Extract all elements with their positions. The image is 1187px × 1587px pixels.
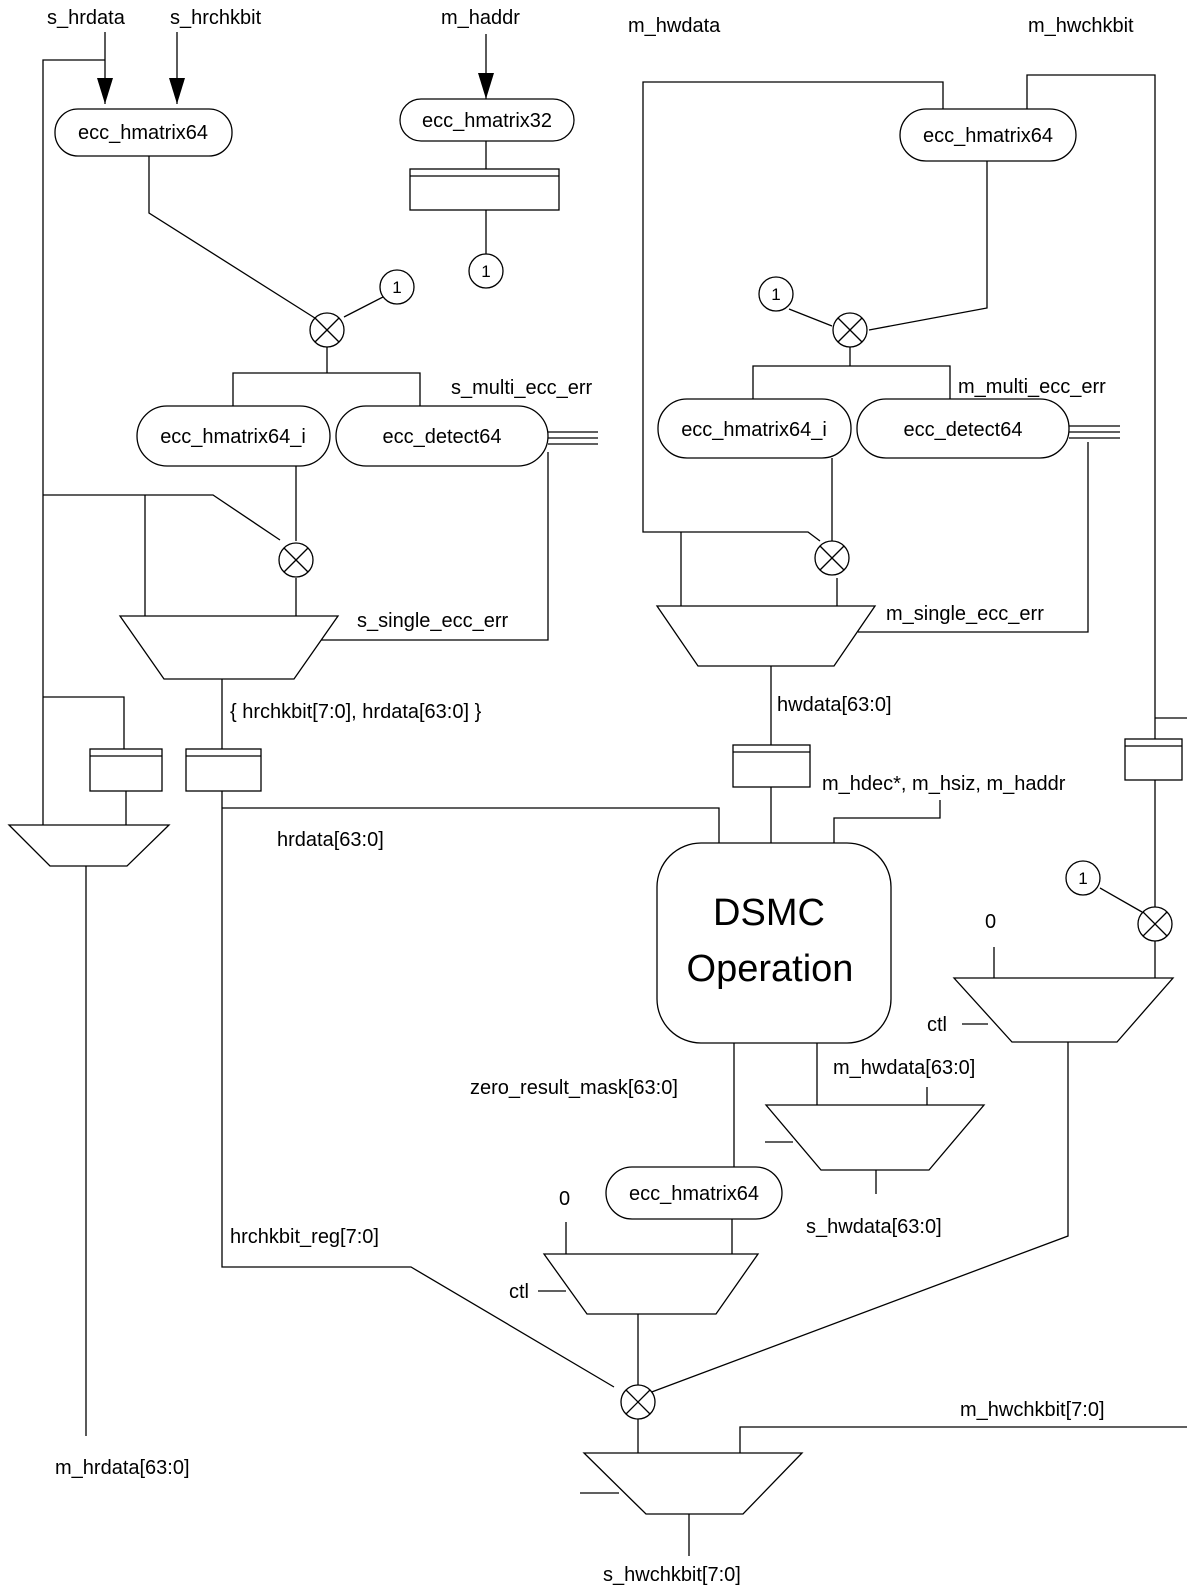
m-single-ecc-err-label: m_single_ecc_err — [886, 603, 1044, 625]
registers — [89, 168, 1183, 792]
const-one-label: 1 — [1078, 869, 1087, 888]
ecc-hmatrix64-i-label: ecc_hmatrix64_i — [681, 419, 827, 441]
s-hrdata-label: s_hrdata — [47, 7, 126, 29]
hrchkbit-hrdata-bus-label: { hrchkbit[7:0], hrdata[63:0] } — [230, 701, 482, 723]
constant-nodes: 1 1 1 1 — [379, 253, 1101, 896]
muxes — [7, 605, 1175, 1515]
raw-data-to-xor — [43, 494, 281, 541]
hwdata-output-mux — [764, 1104, 986, 1171]
m-hrdata-out-label: m_hrdata[63:0] — [55, 1457, 190, 1479]
s-hrdata-arrowhead — [97, 78, 113, 104]
hmatrix64-to-xor — [148, 156, 319, 321]
hdec-to-dsmc — [833, 800, 941, 843]
bypass-register — [89, 748, 163, 792]
s-single-ecc-err-label: s_single_ecc_err — [357, 610, 509, 632]
bypass-to-register — [43, 696, 125, 749]
const-one-to-xor-right — [1099, 887, 1143, 913]
m-hwdata-label: m_hwdata — [628, 15, 721, 37]
dsmc-subtitle: Operation — [687, 948, 854, 990]
left-bypass-wire — [42, 59, 105, 825]
xor-icon — [620, 1384, 656, 1420]
m-hwchkbit-bus-wire — [739, 1426, 1187, 1453]
s-read-correct-mux — [118, 615, 340, 680]
m-haddr-arrowhead — [478, 73, 494, 99]
const-one-node: 1 — [468, 253, 504, 289]
const-one-node: 1 — [758, 276, 794, 312]
dsmc-title: DSMC — [713, 892, 825, 934]
const-one-to-xor-m — [788, 308, 833, 327]
m-multi-ecc-err-label: m_multi_ecc_err — [958, 376, 1106, 398]
const-one-label: 1 — [771, 285, 780, 304]
ecc-hmatrix64-label: ecc_hmatrix64 — [629, 1183, 759, 1205]
s-hrchkbit-arrowhead — [169, 78, 185, 104]
xor-icon — [309, 312, 345, 348]
const-one-label: 1 — [392, 278, 401, 297]
ecc-hmatrix64-i-label: ecc_hmatrix64_i — [160, 426, 306, 448]
xor-icon — [814, 540, 850, 576]
const-one-node: 1 — [1065, 860, 1101, 896]
read-register — [185, 748, 262, 792]
s-hwdata-bus-label: s_hwdata[63:0] — [806, 1216, 942, 1238]
const-one-node: 1 — [379, 269, 415, 305]
zero-result-mask-label: zero_result_mask[63:0] — [470, 1077, 678, 1099]
syndrome-split-m — [752, 365, 951, 399]
syndrome-split-wire — [232, 372, 421, 406]
single-err-m-select — [858, 442, 1089, 633]
ecc-hmatrix64-i-block — [136, 405, 331, 467]
m-haddr-label: m_haddr — [441, 7, 520, 29]
m-hrdata-select-mux — [7, 824, 171, 867]
ecc-detect64-block — [856, 398, 1070, 459]
single-err-select — [318, 452, 549, 641]
xor-icon — [832, 312, 868, 348]
write-register — [732, 744, 811, 788]
m-write-correct-mux — [655, 605, 877, 667]
hmatrix64-m-to-xor — [868, 161, 988, 331]
ecc-hmatrix32-label: ecc_hmatrix32 — [422, 110, 552, 132]
ecc-hmatrix64-block — [605, 1166, 783, 1220]
hrchkbit-reg-label: hrchkbit_reg[7:0] — [230, 1226, 379, 1248]
zero-label: 0 — [985, 911, 996, 933]
s-hrchkbit-label: s_hrchkbit — [170, 7, 262, 29]
m-hdec-hsiz-haddr-label: m_hdec*, m_hsiz, m_haddr — [822, 773, 1066, 795]
addr-register — [409, 168, 560, 211]
xor-icon — [1137, 906, 1173, 942]
s-hwchkbit-out-label: s_hwchkbit[7:0] — [603, 1564, 741, 1586]
ecc-detect64-block — [335, 405, 549, 467]
ecc-hmatrix32-block — [399, 98, 575, 142]
ecc-detect64-label: ecc_detect64 — [904, 419, 1023, 441]
signal-labels: s_hrdata s_hrchkbit m_haddr m_hwdata m_h… — [47, 7, 1134, 1586]
ctl-label: ctl — [509, 1281, 529, 1303]
m-hwchkbit-bus-label: m_hwchkbit[7:0] — [960, 1399, 1105, 1421]
m-hwdata-bus-label: m_hwdata[63:0] — [833, 1057, 975, 1079]
xor-nodes — [278, 312, 1173, 1420]
dsmc-operation-block — [656, 842, 892, 1044]
chkbit-register — [1124, 738, 1183, 781]
const-one-to-xor — [343, 295, 386, 318]
ecc-hmatrix64-block — [899, 108, 1077, 162]
wires — [42, 32, 1187, 1556]
hwdata-bus-label: hwdata[63:0] — [777, 694, 892, 716]
m-hwdata-bypass-wire — [642, 81, 944, 542]
ecc-hmatrix64-i-block — [657, 398, 852, 459]
hrchkbit-reg-wire — [221, 791, 615, 1388]
ecc-detect64-label: ecc_detect64 — [383, 426, 502, 448]
zero-label: 0 — [559, 1188, 570, 1210]
function-blocks: ecc_hmatrix64 ecc_hmatrix32 ecc_hmatrix6… — [54, 98, 1077, 1220]
hrdata-to-dsmc — [222, 807, 720, 843]
ctl-label: ctl — [927, 1014, 947, 1036]
chkbit-select-mux — [952, 977, 1175, 1043]
m-hwchkbit-label: m_hwchkbit — [1028, 15, 1134, 37]
hrdata-bus-label: hrdata[63:0] — [277, 829, 384, 851]
zero-mask-chkbit-mux — [542, 1253, 760, 1315]
mux-right-to-xor — [648, 1042, 1069, 1394]
hwchkbit-output-mux — [582, 1452, 804, 1515]
ecc-hmatrix64-label: ecc_hmatrix64 — [923, 125, 1053, 147]
m-hwchkbit-wire — [1026, 74, 1156, 739]
xor-icon — [278, 542, 314, 578]
const-one-label: 1 — [481, 262, 490, 281]
ecc-hmatrix64-block — [54, 108, 233, 157]
s-multi-ecc-err-label: s_multi_ecc_err — [451, 377, 593, 399]
ecc-hmatrix64-label: ecc_hmatrix64 — [78, 122, 208, 144]
